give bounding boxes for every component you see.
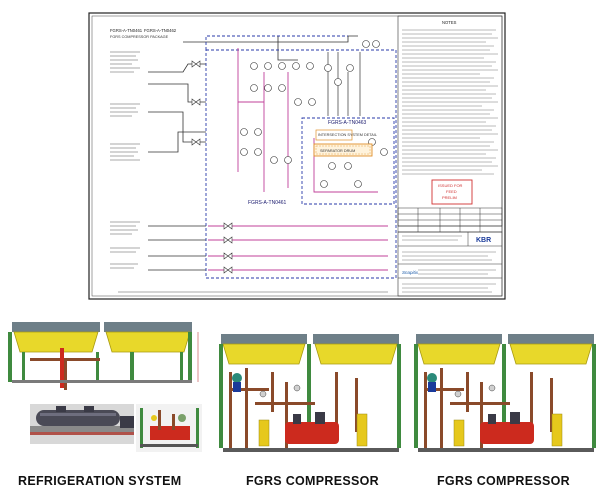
fgrs-tank-assembly-1 [219,334,401,448]
company-logo: KBR [476,237,491,244]
area-label-sub: FGRS-A-TN0463 [328,120,367,126]
refrigeration-compressor-unit [30,404,134,444]
fgrs-coolers-1 [258,413,368,447]
fgrs-red-skid-1 [223,412,399,452]
stamp-line3: PRELIM [442,195,457,200]
valves [191,60,233,274]
sub-box-title-frame [315,129,353,141]
stamp-line1: ISSUED FOR [438,183,463,188]
sheet-id-left: FGRS-A-TN0461 [110,28,143,33]
fgrs-tank-assembly-2 [414,334,596,448]
pid-drawing: FGRS-A-TN0461 FGRS-A-TN0462 FGRS COMPRES… [88,12,506,300]
left-legend-lines [110,51,140,269]
fgrs-compressor-image-2 [414,334,596,452]
refrigeration-tank-assembly [8,322,192,390]
separator-vessel [313,143,373,157]
issue-stamp [431,179,473,205]
fgrs-red-skid-2 [418,412,594,452]
area-boundary-sub [301,117,395,205]
sub-box-title: INTERSECTION SYSTEM DETAIL [318,133,377,137]
revision-table [397,207,503,233]
notes-title: NOTES [442,20,457,25]
client-logo: Snapitix [402,270,419,275]
fgrs-pipework-1 [229,368,358,448]
notes-text-lines [402,29,498,175]
caption-fgrs-compressor-1: FGRS COMPRESSOR [246,474,379,488]
stamp-line2: FEED [446,189,457,194]
header-text: FGRS COMPRESSOR PACKAGE [110,35,169,39]
caption-fgrs-compressor-2: FGRS COMPRESSOR [437,474,570,488]
sheet-id-left-alt: FGRS-A-TN0462 [144,28,177,33]
instrument-bubbles [240,40,388,188]
drawing-border [88,12,506,300]
vessel-label: SEPARATOR DRUM [320,149,355,153]
magenta-lines [208,48,388,271]
fgrs-compressor-image-1 [219,334,401,452]
caption-refrigeration-system: REFRIGERATION SYSTEM [18,474,182,488]
fgrs-pipework-2 [424,368,553,448]
refrigeration-skid [136,404,202,452]
fgrs-coolers-2 [453,413,563,447]
refrigeration-system-image [8,322,202,452]
area-label-main: FGRS-A-TN0461 [248,200,287,206]
area-boundary-main [205,49,397,279]
